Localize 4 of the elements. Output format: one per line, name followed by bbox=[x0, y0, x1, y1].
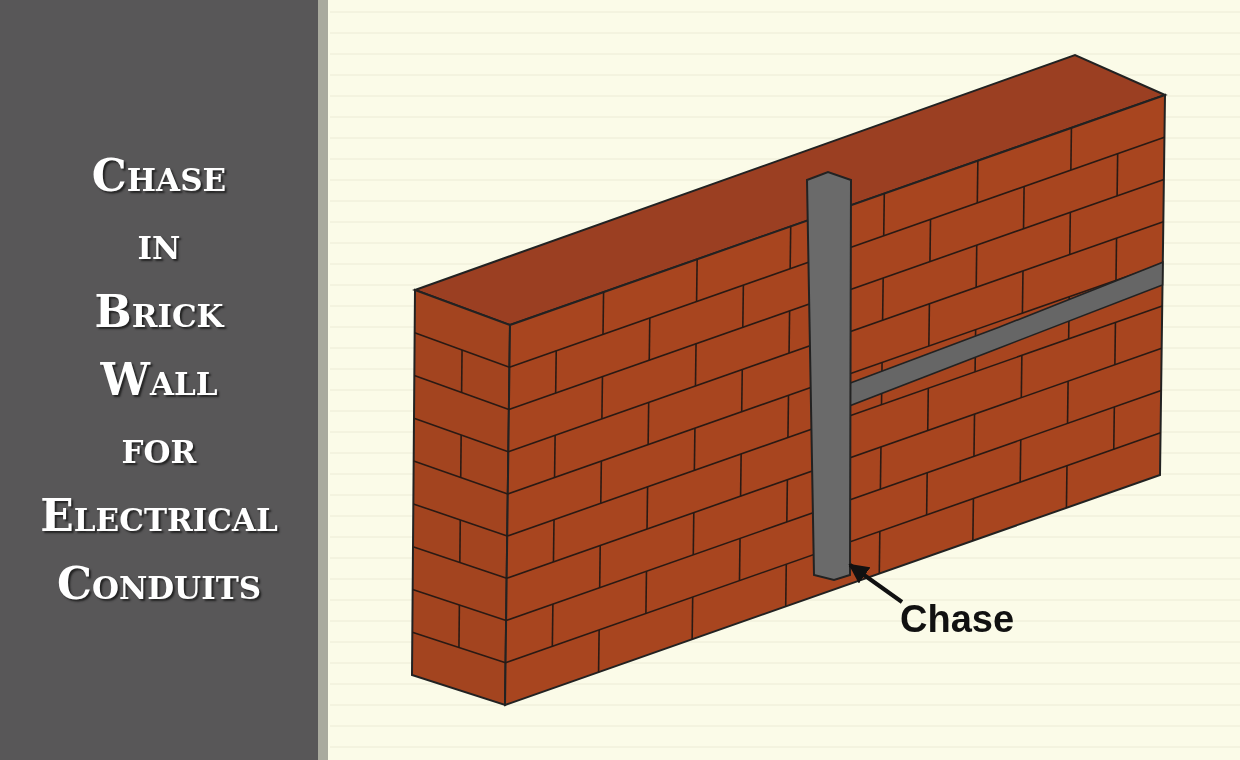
leader-arrow bbox=[848, 563, 904, 604]
chase-groove bbox=[806, 170, 852, 582]
callout-label: Chase bbox=[900, 598, 1015, 641]
title: Chase in Brick Wall for Electrical Conduits bbox=[39, 149, 279, 611]
